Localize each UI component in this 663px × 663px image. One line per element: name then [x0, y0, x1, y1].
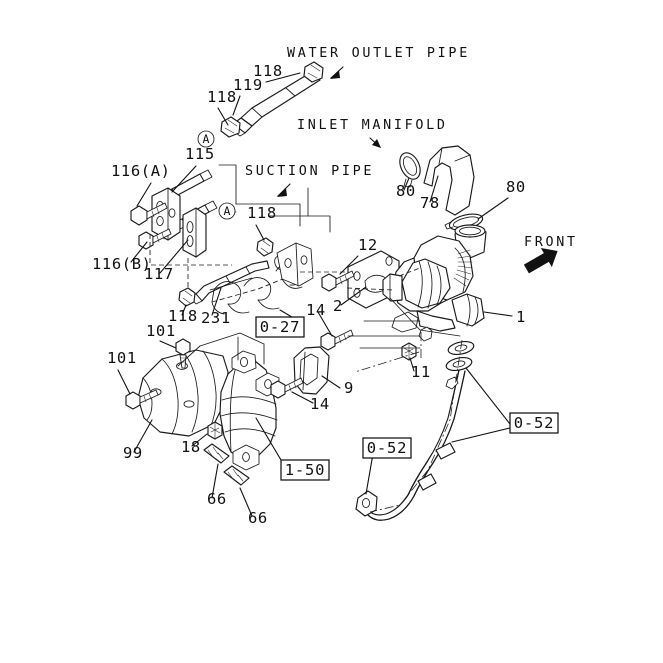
- callout-231: 231: [201, 309, 231, 327]
- callout-118-top: 118: [253, 62, 283, 80]
- ref-box-1-50[interactable]: [280, 459, 330, 481]
- callout-14-bot: 14: [310, 395, 330, 413]
- callout-116b: 116(B): [92, 255, 152, 273]
- callout-118-mid: 118: [168, 307, 198, 325]
- nut-11: [401, 342, 417, 361]
- nut-18: [207, 421, 223, 440]
- stud-66-right: [223, 465, 250, 486]
- exhaust-manifold-1-50: [219, 350, 280, 471]
- fitting-118-upper: [303, 61, 324, 83]
- water-outlet-pipe-assembly: [220, 61, 324, 138]
- leader-lines: [117, 72, 513, 517]
- circle-markers: [197, 130, 236, 220]
- stud-66-left: [203, 443, 230, 464]
- reference-box-text-layer: 0-27 1-50 0-52 0-52: [260, 318, 555, 479]
- bolt-101-top: [175, 338, 191, 369]
- caption-front: FRONT: [524, 235, 578, 250]
- bolt-14-upper: [320, 329, 354, 351]
- callout-text-layer: 118 119 118 115 116(A) 116(B) 117 118 11…: [92, 62, 526, 527]
- fitting-118-lower: [220, 116, 241, 138]
- marker-a-lower-label: A: [224, 204, 231, 218]
- caption-inlet-manifold: INLET MANIFOLD: [297, 118, 448, 133]
- inlet-hose-78: [423, 145, 475, 216]
- callout-101-top: 101: [146, 322, 176, 340]
- bolt-12: [321, 270, 355, 292]
- callout-119: 119: [233, 76, 263, 94]
- callout-118-left: 118: [207, 88, 237, 106]
- caption-arrows: [277, 66, 558, 274]
- exhaust-manifold-outline: [211, 242, 314, 315]
- callout-78: 78: [420, 194, 440, 212]
- callout-117: 117: [144, 265, 174, 283]
- circle-marker-text-layer: A A: [203, 132, 231, 218]
- fitting-118-suction-left: [178, 287, 196, 307]
- caption-text-layer: WATER OUTLET PIPE INLET MANIFOLD SUCTION…: [245, 46, 578, 250]
- turbocharger-1: [382, 224, 487, 342]
- ref-box-0-52-right[interactable]: [509, 412, 559, 434]
- callout-80-right: 80: [506, 178, 526, 196]
- callout-2: 2: [333, 297, 343, 315]
- callout-80-left: 80: [396, 182, 416, 200]
- bolt-101-left: [125, 389, 159, 410]
- callout-66-left: 66: [207, 490, 227, 508]
- callout-101-left: 101: [107, 349, 137, 367]
- callout-12: 12: [358, 236, 378, 254]
- bolt-116b: [138, 228, 172, 250]
- bolt-14-lower: [270, 377, 304, 399]
- callout-14-top: 14: [306, 301, 326, 319]
- fitting-118-suction-right: [256, 237, 274, 257]
- marker-a-upper-label: A: [203, 132, 210, 146]
- bolt-116a: [130, 202, 168, 226]
- caption-suction-pipe: SUCTION PIPE: [245, 164, 374, 179]
- ref-box-0-27[interactable]: [255, 316, 305, 338]
- oil-pipe-upper-0-52: [355, 339, 475, 521]
- construction-lines: [149, 164, 461, 373]
- caption-water-outlet-pipe: WATER OUTLET PIPE: [287, 46, 470, 61]
- reference-boxes: [255, 316, 559, 481]
- callout-116a: 116(A): [111, 162, 171, 180]
- ref-label-1-50: 1-50: [285, 461, 326, 479]
- callout-118-suction: 118: [247, 204, 277, 222]
- callout-115: 115: [185, 145, 215, 163]
- callout-18: 18: [181, 438, 201, 456]
- callout-1: 1: [516, 308, 526, 326]
- callout-66-right: 66: [248, 509, 268, 527]
- ref-label-0-52-right: 0-52: [514, 414, 555, 432]
- callout-11: 11: [411, 363, 431, 381]
- ref-label-0-27: 0-27: [260, 318, 301, 336]
- bracket-9: [293, 346, 330, 395]
- bracket-assembly: [130, 169, 218, 258]
- ref-box-0-52-left[interactable]: [362, 437, 412, 459]
- callout-9: 9: [344, 379, 354, 397]
- hose-clamp-80-left: [399, 152, 421, 188]
- ref-label-0-52-left: 0-52: [367, 439, 408, 457]
- callout-99: 99: [123, 444, 143, 462]
- turbine-fins: [453, 247, 473, 293]
